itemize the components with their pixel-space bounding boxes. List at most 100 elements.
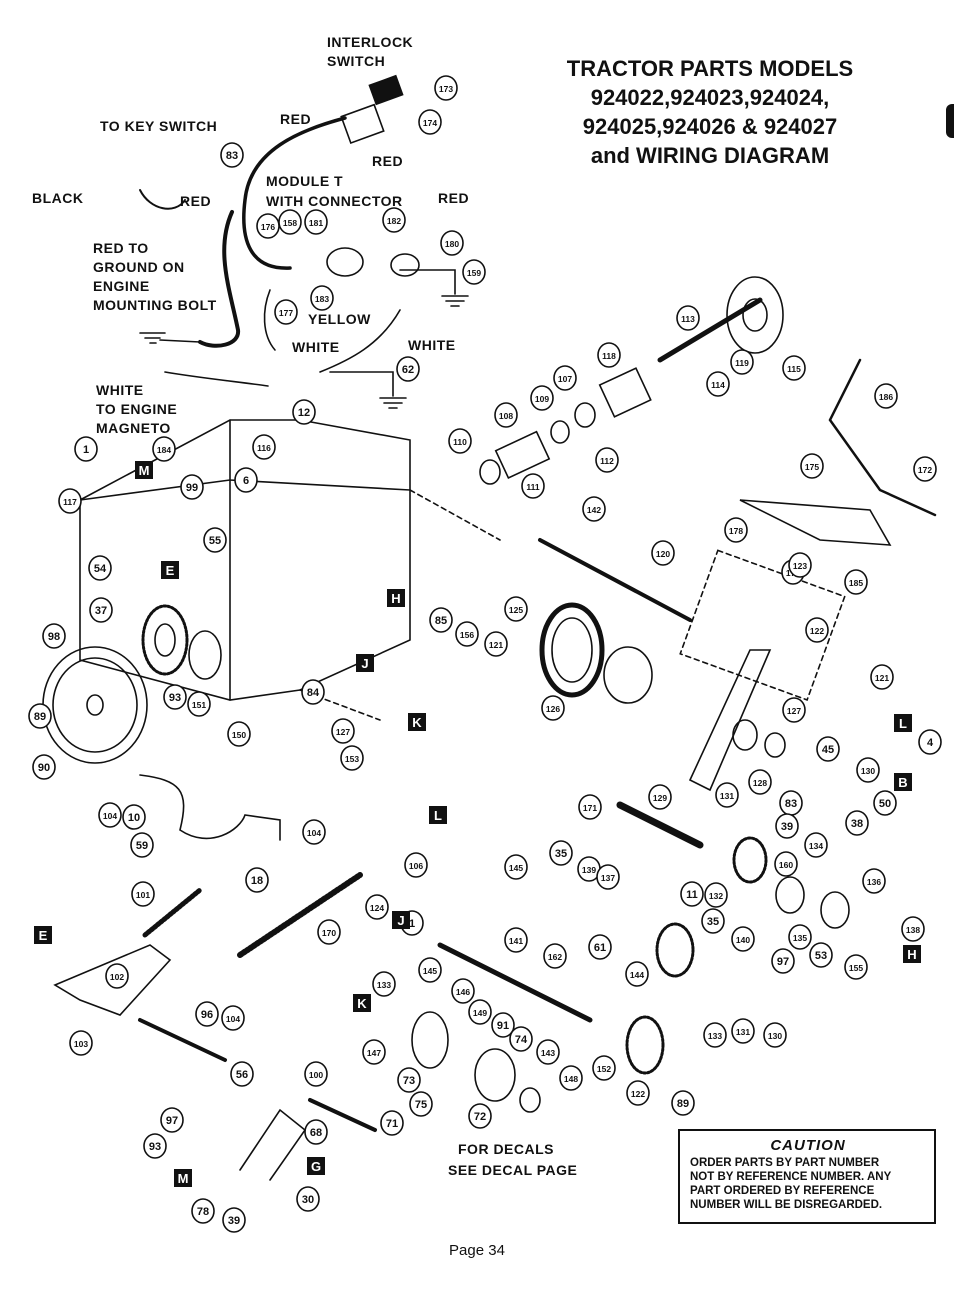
callout-180: 180 <box>440 230 464 256</box>
tag-B: B <box>894 773 912 791</box>
callout-130: 130 <box>856 757 880 783</box>
callout-1: 1 <box>74 436 98 462</box>
callout-number: 149 <box>473 1008 487 1018</box>
callout-99: 99 <box>180 474 204 500</box>
callout-130: 130 <box>763 1022 787 1048</box>
callout-number: 97 <box>166 1115 178 1127</box>
label-black: BLACK <box>32 190 84 206</box>
label-white-engine: WHITE <box>96 382 144 398</box>
callout-10: 10 <box>122 804 146 830</box>
callout-number: 131 <box>720 791 734 801</box>
callout-113: 113 <box>676 305 700 331</box>
callout-61: 61 <box>588 934 612 960</box>
callout-number: 117 <box>63 497 77 507</box>
callout-number: 152 <box>597 1064 611 1074</box>
shift-rod <box>138 1018 227 1062</box>
callout-118: 118 <box>597 342 621 368</box>
callout-153: 153 <box>340 745 364 771</box>
tag-E: E <box>161 561 179 579</box>
callout-number: 68 <box>310 1127 322 1139</box>
callout-number: 98 <box>48 631 60 643</box>
callout-185: 185 <box>844 569 868 595</box>
callout-number: 121 <box>489 640 503 650</box>
callout-number: 162 <box>548 952 562 962</box>
sprocket-lower <box>625 1015 665 1075</box>
callout-90: 90 <box>32 754 56 780</box>
callout-number: 12 <box>298 407 310 419</box>
caution-line-1: ORDER PARTS BY PART NUMBER <box>690 1157 880 1169</box>
callout-98: 98 <box>42 623 66 649</box>
callout-number: 136 <box>867 877 881 887</box>
callout-number: 159 <box>467 268 481 278</box>
callout-number: 175 <box>805 462 819 472</box>
callout-number: 127 <box>787 706 801 716</box>
callout-number: 100 <box>309 1070 323 1080</box>
module-wire <box>399 269 456 295</box>
wheel-hub-top <box>726 276 784 354</box>
callout-number: 35 <box>555 848 567 860</box>
callout-number: 18 <box>251 875 263 887</box>
callout-number: 146 <box>456 987 470 997</box>
callout-74: 74 <box>509 1026 533 1052</box>
callout-number: 145 <box>509 863 523 873</box>
callout-110: 110 <box>448 428 472 454</box>
callout-133: 133 <box>703 1022 727 1048</box>
callout-111: 111 <box>521 473 545 499</box>
callout-number: 71 <box>386 1118 398 1130</box>
callout-number: 186 <box>879 392 893 402</box>
callout-number: 73 <box>403 1075 415 1087</box>
callout-number: 121 <box>875 673 889 683</box>
callout-number: 123 <box>793 561 807 571</box>
caution-heading: CAUTION <box>770 1137 846 1154</box>
callout-number: 55 <box>209 535 221 547</box>
tag-letter: H <box>391 591 400 606</box>
callout-number: 61 <box>594 942 606 954</box>
cross-shaft <box>616 801 704 849</box>
callout-number: 109 <box>535 394 549 404</box>
ground-wire-left <box>159 339 201 343</box>
callout-number: 137 <box>601 873 615 883</box>
callout-120: 120 <box>651 540 675 566</box>
linkage-rod <box>308 1098 377 1132</box>
callout-133: 133 <box>372 971 396 997</box>
callout-83: 83 <box>779 790 803 816</box>
friction-hub-plate <box>603 646 653 704</box>
callout-number: 173 <box>439 84 453 94</box>
tag-letter: E <box>39 928 48 943</box>
callout-55: 55 <box>203 527 227 553</box>
callout-170: 170 <box>317 919 341 945</box>
ground-wire-mid <box>329 371 394 397</box>
diagram-title: TRACTOR PARTS MODELS 924022,924023,92402… <box>520 54 900 170</box>
callout-114: 114 <box>706 371 730 397</box>
callout-number: 184 <box>157 445 171 455</box>
callout-number: 1 <box>409 918 415 930</box>
callout-35: 35 <box>549 840 573 866</box>
callout-number: 10 <box>128 812 140 824</box>
callout-97: 97 <box>160 1107 184 1133</box>
callout-85: 85 <box>429 607 453 633</box>
callout-12: 12 <box>292 399 316 425</box>
callout-173: 173 <box>434 75 458 101</box>
caution-line-4: NUMBER WILL BE DISREGARDED. <box>690 1199 883 1211</box>
tag-K: K <box>408 713 426 731</box>
callout-number: 153 <box>345 754 359 764</box>
callout-number: 143 <box>541 1048 555 1058</box>
callout-59: 59 <box>130 832 154 858</box>
label-red-top: RED <box>280 111 312 127</box>
callout-number: 84 <box>307 687 320 699</box>
callout-115: 115 <box>782 355 806 381</box>
callout-number: 181 <box>309 218 323 228</box>
callout-number: 108 <box>499 411 513 421</box>
callout-73: 73 <box>397 1067 421 1093</box>
hanger-bracket <box>739 499 892 546</box>
shift-lever-arm <box>688 649 772 792</box>
label-red-to: RED TO <box>93 240 149 256</box>
callout-number: 54 <box>94 563 107 575</box>
callout-number: 111 <box>526 482 540 492</box>
callout-number: 83 <box>226 150 238 162</box>
chain-gear <box>732 836 768 884</box>
spring-short <box>142 887 203 938</box>
callout-number: 11 <box>686 889 698 901</box>
tag-letter: L <box>434 808 442 823</box>
